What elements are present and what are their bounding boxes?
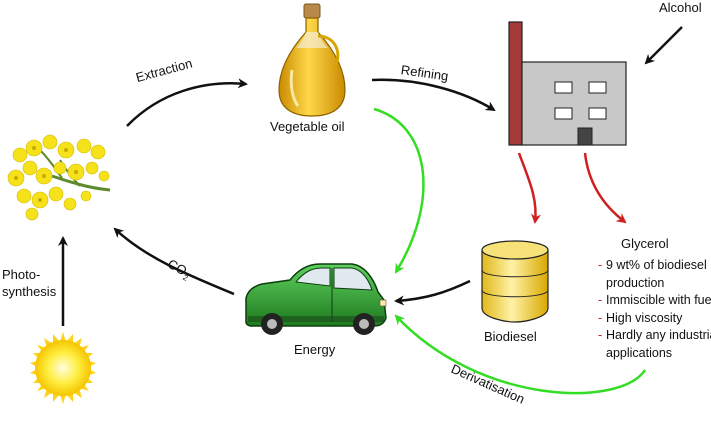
vegetable-oil-label: Vegetable oil [270,119,345,134]
glycerol-property-item: - Hardly any industrial applications [598,327,711,362]
oil-to-car-energy-arrow [373,107,425,274]
barrel-icon [481,240,549,323]
photosynthesis-label-line2: synthesis [2,284,57,299]
factory-icon [508,21,627,146]
glycerol-property-line2: production [606,275,665,290]
sun-icon [30,332,96,404]
car-icon [245,263,387,335]
glycerol-property-line2: applications [606,345,673,360]
glycerol-property-item: - High viscosity [598,310,711,328]
glycerol-property-item: - 9 wt% of biodiesel production [598,257,711,292]
bullet-dash: - [598,293,603,307]
bullet-dash: - [598,258,603,272]
glycerol-property-line1: High viscosity [606,310,683,325]
biodiesel-to-car-arrow [394,279,471,306]
alcohol-arrow [644,26,683,65]
rapeseed-flower-icon [7,134,111,221]
extraction-arrow [126,78,248,127]
glycerol-property-line1: Hardly any industrial [606,328,711,342]
biodiesel-label: Biodiesel [484,329,537,344]
glycerol-property-line1: 9 wt% of biodiesel [606,258,707,272]
glycerol-property-item: - Immiscible with fuels [598,292,711,310]
glycerol-label: Glycerol [621,236,669,251]
photosynthesis-label-line1: Photo- [2,267,41,282]
factory-to-glycerol-arrow [583,152,627,224]
bullet-dash: - [598,328,603,342]
energy-label: Energy [294,342,336,357]
co2-arrow [113,227,235,296]
photosynthesis-label: Photo- synthesis [2,266,56,300]
bullet-dash: - [598,310,603,325]
glycerol-property-line1: Immiscible with fuels [606,293,711,307]
oil-bottle-icon [278,3,346,117]
refining-arrow [371,78,496,112]
glycerol-properties-list: - 9 wt% of biodiesel production - Immisc… [598,257,711,362]
derivatisation-arrow [394,314,647,395]
alcohol-label: Alcohol [659,0,702,15]
factory-to-biodiesel-arrow [517,152,541,224]
